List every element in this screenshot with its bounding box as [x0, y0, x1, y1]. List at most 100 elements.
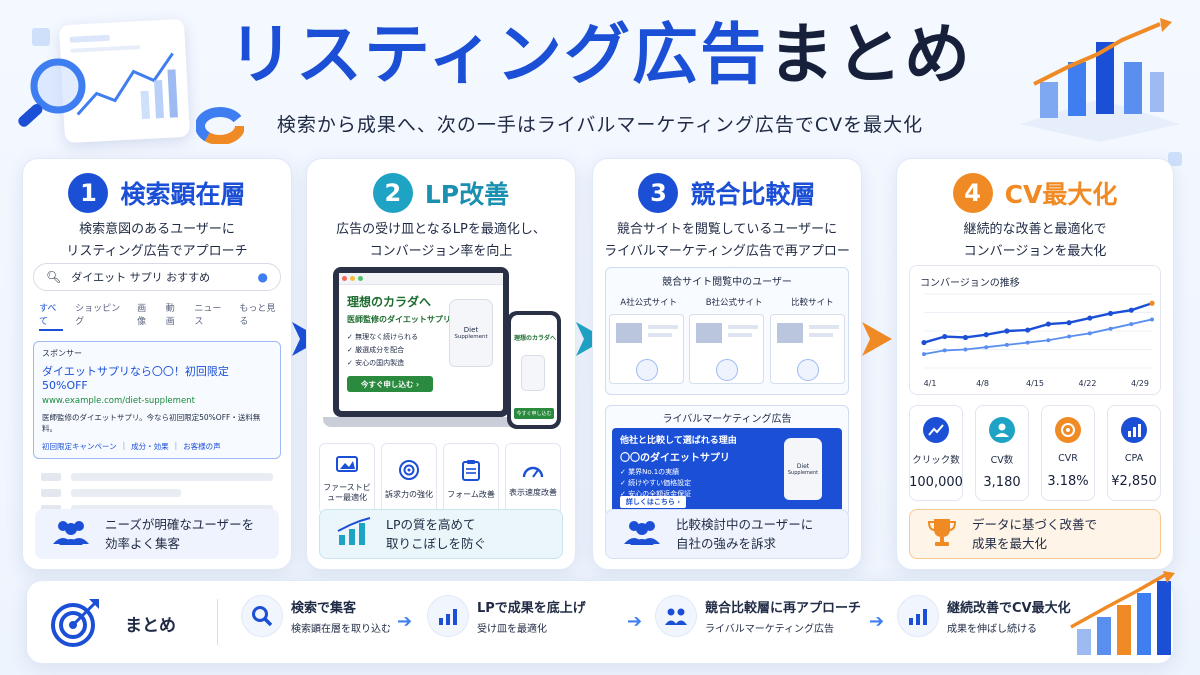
tab-videos[interactable]: 動画 — [165, 304, 175, 327]
stat-cpa: CPA ¥2,850 — [1107, 405, 1161, 501]
card-description: 検索意図のあるユーザーに リスティング広告でアプローチ — [66, 222, 248, 259]
feature-speed: 表示速度改善 — [505, 443, 561, 515]
stat-conversions: CV数 3,180 — [975, 405, 1029, 501]
summary-bar: まとめ 検索で集客検索顕在層を取り込む ➔ LPで成果を底上げ受け皿を最適化 ➔… — [26, 571, 1175, 664]
decorative-cube — [32, 28, 50, 46]
summary-step-lp: LPで成果を底上げ受け皿を最適化 — [427, 595, 586, 637]
card-search-intent: 1 検索顕在層 検索意図のあるユーザーに リスティング広告でアプローチ 🔍︎ ダ… — [22, 158, 292, 570]
card-title: 競合比較層 — [690, 180, 816, 209]
data-point — [921, 339, 927, 346]
supplement-bottle-image: Diet Supplement — [449, 299, 493, 367]
card-footer-note: データに基づく改善で成果を最大化 — [909, 509, 1161, 559]
rival-ad-banner[interactable]: 他社と比較して選ばれる理由 〇〇のダイエットサプリ ✓ 業界No.1の実績 ✓ … — [612, 428, 842, 512]
microphone-icon[interactable]: ● — [257, 270, 268, 284]
bar-growth-icon — [336, 516, 372, 552]
banner-cta-button[interactable]: 詳しくはこちら › — [620, 496, 686, 508]
card-title: LP改善 — [424, 180, 510, 209]
data-point — [1129, 322, 1134, 327]
growth-bars-illustration — [1067, 571, 1177, 665]
series-line-0 — [923, 302, 1153, 344]
kpi-stats: クリック数 100,000 CV数 3,180 CVR 3.18% CPA ¥2… — [909, 405, 1161, 501]
data-point — [1025, 327, 1031, 333]
chevron-right-icon: ➔ — [869, 611, 885, 632]
x-tick-label: 4/8 — [976, 379, 989, 388]
search-input[interactable]: 🔍︎ ダイエット サプリ おすすめ ● — [33, 263, 281, 291]
card-footer-note: 比較検討中のユーザーに自社の強みを訴求 — [605, 509, 849, 559]
users-icon — [655, 595, 697, 637]
smartphone-lp-mock: 理想のカラダへ 今すぐ申し込む — [507, 311, 561, 429]
page-subtitle: 検索から成果へ、次の一手はライバルマーケティング広告でCVを最大化 — [276, 114, 924, 136]
ad-sitelink[interactable]: 成分・効果 — [131, 442, 169, 451]
summary-step-cv: 継続改善でCV最大化成果を伸ばし続ける — [897, 595, 1071, 637]
feature-first-view: ファーストビュー最適化 — [319, 443, 375, 515]
ad-sitelink[interactable]: お客様の声 — [183, 442, 221, 451]
stat-clicks: クリック数 100,000 — [909, 405, 963, 501]
competitor-browsing-panel: 競合サイト閲覧中のユーザー A社公式サイト B社公式サイト 比較サイト — [605, 267, 849, 395]
tab-images[interactable]: 画像 — [137, 304, 147, 327]
lp-cta-button[interactable]: 今すぐ申し込む › — [347, 376, 433, 392]
chevron-right-icon: ➔ — [627, 611, 643, 632]
title-suffix: まとめ — [768, 16, 973, 93]
data-point — [1067, 334, 1072, 339]
arrow-right-icon — [576, 322, 606, 356]
step-number-badge: 4 — [952, 173, 993, 213]
data-point — [1108, 326, 1113, 331]
card-description: 広告の受け皿となるLPを最適化し、 コンバージョン率を向上 — [336, 222, 546, 259]
clipboard-icon — [461, 459, 481, 484]
x-tick-label: 4/22 — [1079, 379, 1097, 388]
page-title: リスティング広告まとめ — [0, 12, 1200, 98]
data-point — [1004, 328, 1010, 334]
data-point — [1087, 315, 1093, 321]
competitor-site-thumbnail — [608, 314, 684, 384]
search-icon: 🔍︎ — [46, 270, 62, 284]
users-icon — [51, 518, 91, 551]
speedometer-icon — [521, 461, 545, 482]
x-tick-label: 4/29 — [1131, 379, 1149, 388]
users-icon — [622, 518, 662, 551]
data-point — [963, 347, 968, 352]
card-footer-note: ニーズが明確なユーザーを効率よく集客 — [35, 509, 279, 559]
sponsor-label: スポンサー — [42, 349, 82, 358]
tab-shopping[interactable]: ショッピング — [75, 304, 121, 327]
search-results-mock: 🔍︎ ダイエット サプリ おすすめ ● すべて ショッピング 画像 動画 ニュー… — [33, 263, 281, 529]
ad-url[interactable]: www.example.com/diet-supplement — [42, 396, 195, 406]
bar-chart-icon — [1121, 417, 1147, 443]
laptop-lp-mock: 理想のカラダへ 医師監修のダイエットサプリ ✓ 無理なく続けられる ✓ 厳選成分… — [323, 267, 519, 435]
ad-description: 医師監修のダイエットサプリ。今なら初回限定50%OFF・送料無料。 — [42, 413, 261, 433]
tab-news[interactable]: ニュース — [194, 304, 222, 327]
data-point — [1045, 321, 1051, 327]
x-tick-label: 4/1 — [924, 379, 937, 388]
search-ad-result[interactable]: スポンサー ダイエットサプリなら〇〇！初回限定50%OFF www.exampl… — [33, 341, 281, 459]
lp-subheadline: 医師監修のダイエットサプリ — [347, 315, 451, 324]
feature-form: フォーム改善 — [443, 443, 499, 515]
step-number-badge: 1 — [68, 173, 109, 213]
data-point — [1004, 342, 1009, 347]
feature-appeal: 訴求力の強化 — [381, 443, 437, 515]
step-number-badge: 2 — [372, 173, 413, 213]
image-frame-icon — [336, 455, 358, 477]
tab-more[interactable]: もっと見る — [239, 304, 276, 327]
search-icon — [241, 595, 283, 637]
tab-all[interactable]: すべて — [39, 301, 64, 331]
chevron-right-icon: ➔ — [397, 611, 413, 632]
data-point — [1149, 300, 1155, 306]
ad-headline[interactable]: ダイエットサプリなら〇〇！初回限定50%OFF — [42, 365, 229, 392]
card-description: 継続的な改善と最適化で コンバージョンを最大化 — [963, 222, 1107, 259]
summary-step-search: 検索で集客検索顕在層を取り込む — [241, 595, 391, 637]
data-point — [1087, 331, 1092, 336]
decorative-cube — [1168, 152, 1182, 166]
data-point — [942, 333, 948, 340]
target-arrow-icon — [49, 597, 101, 653]
x-tick-label: 4/15 — [1026, 379, 1044, 388]
competitor-site-thumbnail — [689, 314, 765, 384]
ad-sitelink[interactable]: 初回限定キャンペーン — [42, 442, 117, 451]
summary-step-competitor: 競合比較層に再アプローチライバルマーケティング広告 — [655, 595, 861, 637]
phone-cta-button[interactable]: 今すぐ申し込む — [514, 408, 554, 419]
line-chart: 4/1 4/8 4/15 4/22 4/29 — [921, 293, 1155, 388]
step-number-badge: 3 — [638, 173, 679, 213]
data-point — [1128, 307, 1134, 313]
analytics-board-illustration — [58, 18, 191, 144]
series-line-1 — [923, 318, 1153, 356]
card-cv-maximization: 4 CV最大化 継続的な改善と最適化で コンバージョンを最大化 コンバージョンの… — [896, 158, 1174, 570]
